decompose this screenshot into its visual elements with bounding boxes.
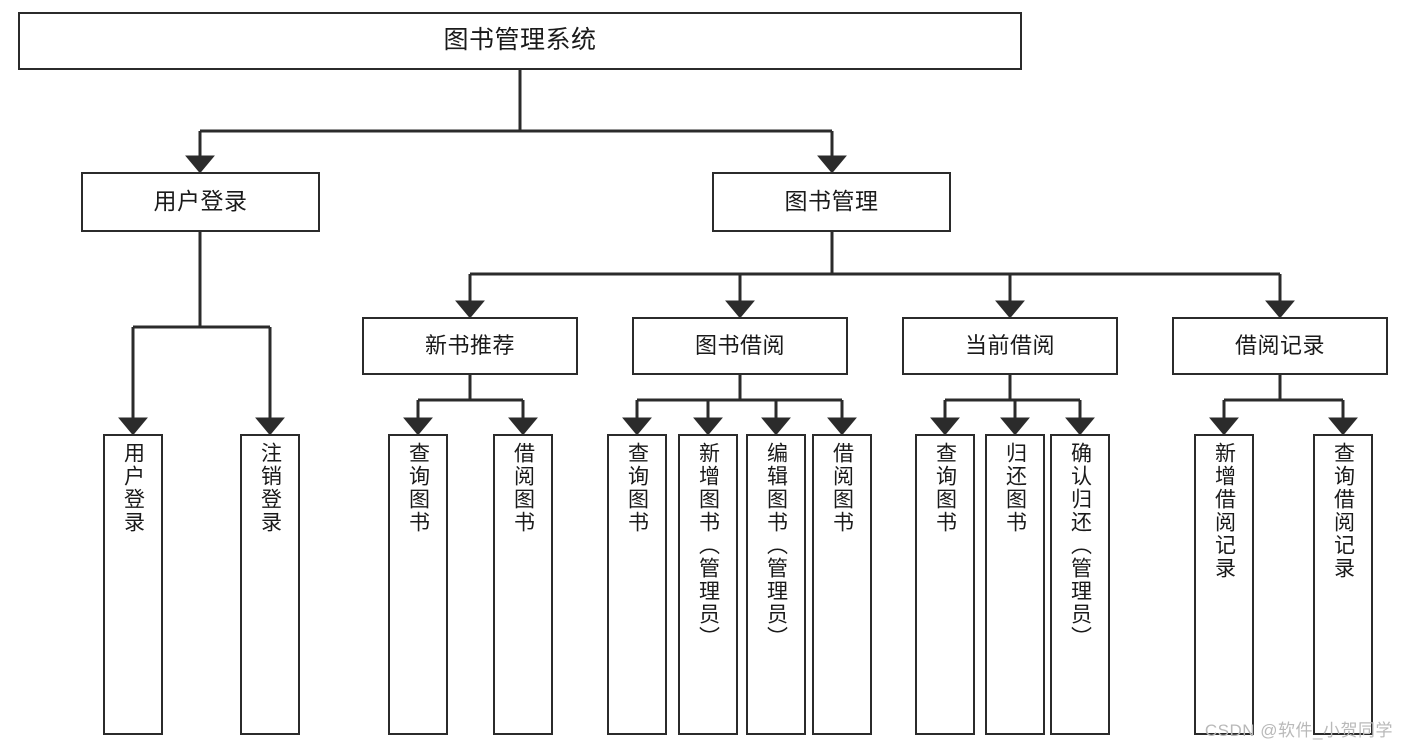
node-leaf-query-book-2[interactable]: 查询图书 [607, 434, 667, 735]
node-leaf-query-borrow-record[interactable]: 查询借阅记录 [1313, 434, 1373, 735]
node-label: 确认归还（管理员） [1068, 442, 1092, 649]
node-leaf-borrow-book-2[interactable]: 借阅图书 [812, 434, 872, 735]
node-leaf-query-book-1[interactable]: 查询图书 [388, 434, 448, 735]
node-borrow-record[interactable]: 借阅记录 [1172, 317, 1388, 375]
node-label: 编辑图书（管理员） [764, 442, 788, 649]
node-leaf-user-login[interactable]: 用户登录 [103, 434, 163, 735]
node-label: 图书管理系统 [443, 26, 597, 55]
node-leaf-borrow-book-1[interactable]: 借阅图书 [493, 434, 553, 735]
node-leaf-query-book-3[interactable]: 查询图书 [915, 434, 975, 735]
node-label: 查询图书 [406, 442, 430, 534]
node-label: 注销登录 [258, 442, 282, 534]
node-label: 新书推荐 [424, 333, 515, 359]
node-leaf-return-book[interactable]: 归还图书 [985, 434, 1045, 735]
node-label: 新增图书（管理员） [696, 442, 720, 649]
node-book-borrow[interactable]: 图书借阅 [632, 317, 848, 375]
node-leaf-add-book[interactable]: 新增图书（管理员） [678, 434, 738, 735]
node-label: 图书借阅 [694, 333, 785, 359]
node-leaf-logout-login[interactable]: 注销登录 [240, 434, 300, 735]
node-label: 图书管理 [784, 188, 879, 215]
node-label: 查询图书 [933, 442, 957, 534]
node-leaf-confirm-return[interactable]: 确认归还（管理员） [1050, 434, 1110, 735]
node-label: 当前借阅 [964, 333, 1055, 359]
node-current-borrow[interactable]: 当前借阅 [902, 317, 1118, 375]
node-label: 用户登录 [121, 442, 145, 534]
node-label: 归还图书 [1003, 442, 1027, 534]
node-leaf-add-borrow-record[interactable]: 新增借阅记录 [1194, 434, 1254, 735]
node-book-management[interactable]: 图书管理 [712, 172, 951, 232]
csdn-watermark: CSDN @软件_小贺同学 [1204, 721, 1393, 740]
node-new-book-recommend[interactable]: 新书推荐 [362, 317, 578, 375]
node-label: 借阅图书 [830, 442, 854, 534]
node-user-login[interactable]: 用户登录 [81, 172, 320, 232]
node-label: 用户登录 [153, 188, 248, 215]
node-label: 新增借阅记录 [1212, 442, 1236, 580]
node-label: 查询图书 [625, 442, 649, 534]
node-label: 借阅记录 [1234, 333, 1325, 359]
node-label: 查询借阅记录 [1331, 442, 1355, 580]
node-root-book-management-system[interactable]: 图书管理系统 [18, 12, 1022, 70]
node-leaf-edit-book[interactable]: 编辑图书（管理员） [746, 434, 806, 735]
node-label: 借阅图书 [511, 442, 535, 534]
